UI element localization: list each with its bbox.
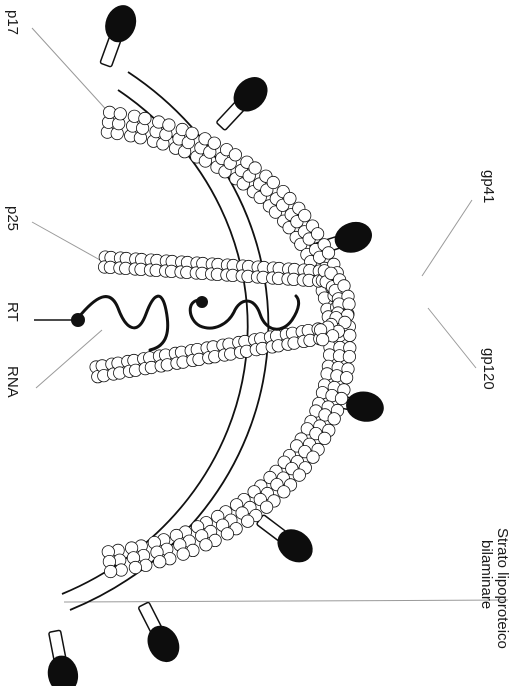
envelope-knob	[130, 598, 185, 668]
gp120-head	[45, 653, 82, 686]
protein-bead	[208, 137, 220, 149]
protein-bead	[316, 333, 328, 345]
capsid-side-upper	[98, 251, 325, 287]
capsid-side-lower	[90, 323, 326, 383]
membrane-label-line2: bilaminare	[478, 540, 495, 609]
protein-bead	[343, 298, 355, 310]
protein-bead	[104, 565, 116, 577]
gp120-leader	[428, 308, 476, 368]
protein-bead	[249, 162, 261, 174]
membrane-leader	[64, 600, 508, 602]
protein-bead	[278, 486, 290, 498]
p25-label: p25	[4, 206, 21, 231]
protein-bead	[335, 392, 347, 404]
protein-bead	[154, 556, 166, 568]
protein-bead	[267, 176, 279, 188]
protein-bead	[344, 329, 356, 341]
protein-bead	[328, 413, 340, 425]
envelope-knob	[210, 70, 275, 137]
p25-leader	[32, 222, 100, 260]
protein-bead	[260, 501, 272, 513]
reverse-transcriptase-icon-2	[196, 296, 208, 308]
protein-bead	[163, 119, 175, 131]
reverse-transcriptase-icon	[71, 313, 85, 327]
gp120-head	[343, 388, 386, 425]
protein-bead	[139, 112, 151, 124]
rna-label: RNA	[4, 366, 21, 398]
p17-leader	[32, 28, 112, 116]
gp120-label: gp120	[480, 348, 497, 390]
gp41-leader	[422, 200, 472, 276]
membrane-label-line1: Strato lipoproteico	[494, 528, 511, 649]
envelope-knob	[92, 1, 142, 70]
protein-bead	[129, 561, 141, 573]
protein-bead	[229, 149, 241, 161]
p25-capsid-core	[90, 251, 355, 383]
gp41-label: gp41	[480, 170, 497, 203]
protein-bead	[299, 209, 311, 221]
gp120-head	[100, 1, 141, 47]
protein-bead	[221, 528, 233, 540]
protein-bead	[186, 127, 198, 139]
protein-bead	[343, 350, 355, 362]
protein-bead	[114, 108, 126, 120]
envelope-knob	[40, 628, 81, 686]
protein-bead	[307, 451, 319, 463]
protein-bead	[200, 539, 212, 551]
protein-bead	[322, 247, 334, 259]
protein-bead	[293, 469, 305, 481]
rna-strand-1	[78, 296, 168, 350]
protein-bead	[340, 372, 352, 384]
gp120-head	[331, 217, 376, 257]
protein-bead	[177, 548, 189, 560]
protein-bead	[284, 192, 296, 204]
protein-bead	[311, 228, 323, 240]
protein-bead	[318, 432, 330, 444]
rt-label: RT	[4, 302, 21, 322]
p17-label: p17	[4, 10, 21, 35]
protein-bead	[242, 515, 254, 527]
